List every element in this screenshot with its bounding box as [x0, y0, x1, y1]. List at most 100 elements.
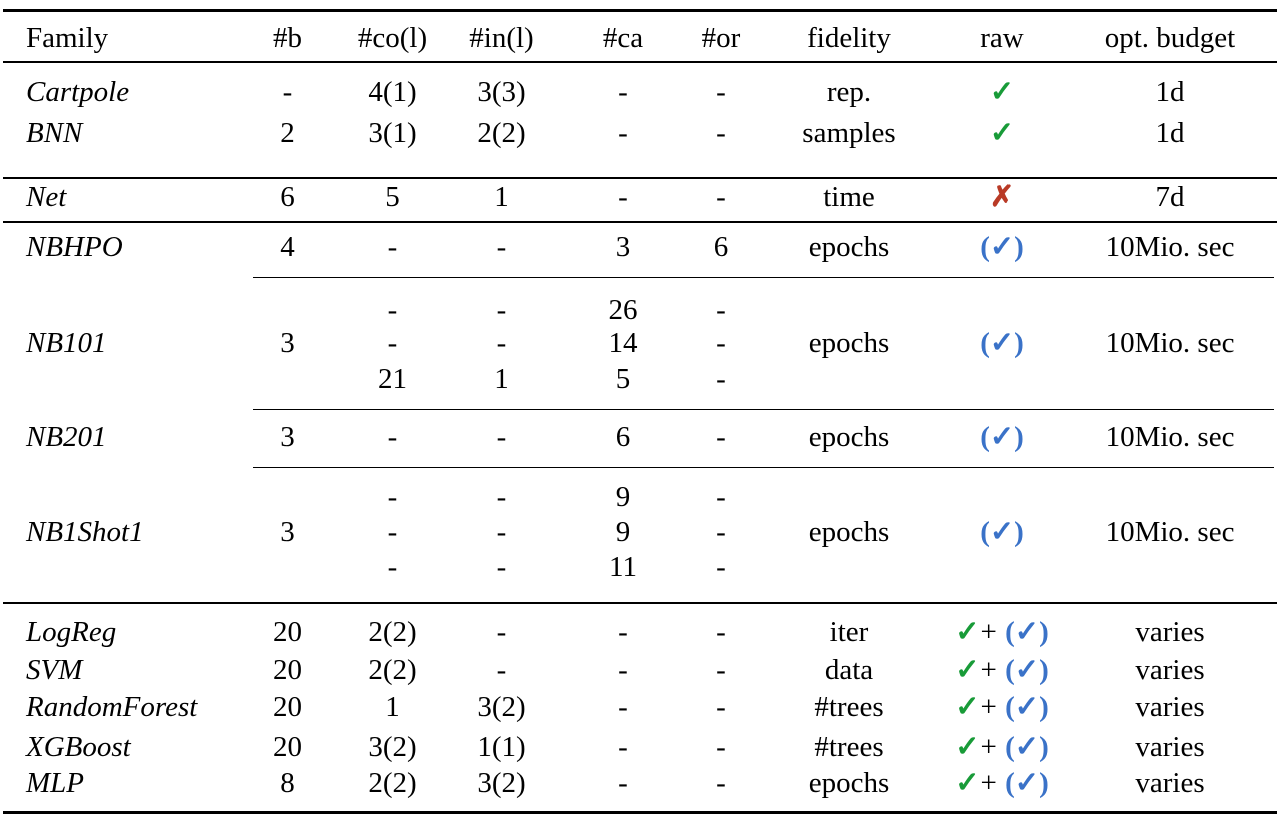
cell-budget: 1d — [1155, 76, 1185, 108]
cell-b: 3 — [280, 421, 295, 453]
cell-co: - — [387, 421, 398, 453]
cell-budget — [1060, 479, 1280, 515]
cell-ca: - — [618, 181, 628, 213]
cell-family: BNN — [26, 117, 83, 149]
cell-in: - — [496, 481, 507, 513]
cell-in: - — [496, 551, 507, 583]
cell-raw: ✓ — [944, 74, 1060, 110]
cell-raw: ✓+ (✓) — [944, 729, 1060, 765]
cell-ca: - — [618, 731, 628, 763]
cell-or: - — [716, 363, 726, 395]
column-header-ca: #ca — [602, 22, 644, 54]
cell-ca: 11 — [609, 551, 637, 583]
cell-fidelity: epochs — [808, 231, 890, 263]
cell-raw: (✓) — [944, 514, 1060, 550]
black-mark-icon: + — [980, 731, 997, 763]
table-partial-rule — [253, 277, 1274, 279]
blue-mark-icon: (✓) — [1005, 654, 1049, 686]
cell-b: 20 — [273, 616, 302, 648]
cell-co: 2(2) — [368, 616, 417, 648]
cell-b: 2 — [280, 117, 295, 149]
table-row: --9- — [0, 479, 1280, 515]
cell-co: 5 — [385, 181, 400, 213]
cell-fidelity: epochs — [808, 421, 890, 453]
table-partial-rule — [253, 409, 1274, 411]
red-mark-icon: ✗ — [989, 181, 1015, 213]
cell-family: NB201 — [26, 421, 107, 453]
cell-budget: 10Mio. sec — [1105, 327, 1235, 359]
cell-budget: varies — [1135, 731, 1205, 763]
cell-raw: (✓) — [944, 325, 1060, 361]
cell-budget: varies — [1135, 616, 1205, 648]
cell-in: 1 — [494, 181, 509, 213]
blue-mark-icon: (✓) — [980, 231, 1024, 263]
cell-or: - — [716, 327, 726, 359]
cell-fidelity: epochs — [808, 516, 890, 548]
cell-or: - — [716, 76, 726, 108]
cell-budget: 10Mio. sec — [1105, 516, 1235, 548]
cell-raw — [944, 361, 1060, 397]
column-header-in: #in(l) — [469, 22, 534, 54]
cell-raw — [944, 292, 1060, 328]
blue-mark-icon: (✓) — [1005, 691, 1049, 723]
cell-in: 2(2) — [477, 117, 526, 149]
cell-family: XGBoost — [26, 731, 131, 763]
cell-or: - — [716, 616, 726, 648]
cell-b: - — [282, 76, 293, 108]
cell-fidelity: rep. — [826, 76, 872, 108]
column-header-raw: raw — [980, 22, 1024, 54]
cell-co: - — [387, 551, 398, 583]
cell-in: - — [496, 421, 507, 453]
cell-raw: ✓+ (✓) — [944, 765, 1060, 801]
table-rule — [3, 177, 1277, 179]
cell-ca: 9 — [615, 481, 631, 513]
cell-b: 8 — [280, 767, 295, 799]
cell-fidelity: epochs — [808, 327, 890, 359]
cell-co: 1 — [385, 691, 400, 723]
blue-mark-icon: (✓) — [1005, 767, 1049, 799]
table-thick-rule — [3, 9, 1277, 12]
table-partial-rule — [253, 467, 1274, 469]
cell-in: 1 — [494, 363, 509, 395]
green-mark-icon: ✓ — [989, 117, 1015, 149]
cell-co: - — [387, 516, 398, 548]
blue-mark-icon: (✓) — [1005, 616, 1049, 648]
cell-fidelity — [754, 549, 944, 585]
cell-family: NB1Shot1 — [26, 516, 144, 548]
green-mark-icon: ✓ — [955, 616, 980, 648]
table-rule — [3, 602, 1277, 604]
cell-ca: 26 — [608, 294, 638, 326]
cell-b — [235, 479, 340, 515]
cell-in: 1(1) — [477, 731, 526, 763]
table-row: --11- — [0, 549, 1280, 585]
cell-raw: (✓) — [944, 229, 1060, 265]
cell-or: 6 — [713, 231, 729, 263]
cell-ca: - — [618, 117, 628, 149]
cell-or: - — [716, 654, 726, 686]
cell-budget: 10Mio. sec — [1105, 231, 1235, 263]
cell-family — [0, 292, 235, 328]
cell-or: - — [716, 421, 726, 453]
spacer — [998, 765, 1005, 801]
cell-ca: 5 — [615, 363, 631, 395]
cell-co: - — [387, 231, 398, 263]
cell-budget — [1060, 292, 1280, 328]
black-mark-icon: + — [980, 654, 997, 686]
table-row: Cartpole-4(1)3(3)--rep.✓1d — [0, 74, 1280, 110]
blue-mark-icon: (✓) — [980, 327, 1024, 359]
column-header-co: #co(l) — [357, 22, 428, 54]
cell-ca: - — [618, 767, 628, 799]
cell-b — [235, 549, 340, 585]
cell-raw: ✓+ (✓) — [944, 689, 1060, 725]
cell-fidelity — [754, 479, 944, 515]
cell-family: NBHPO — [26, 231, 123, 263]
cell-b — [235, 292, 340, 328]
